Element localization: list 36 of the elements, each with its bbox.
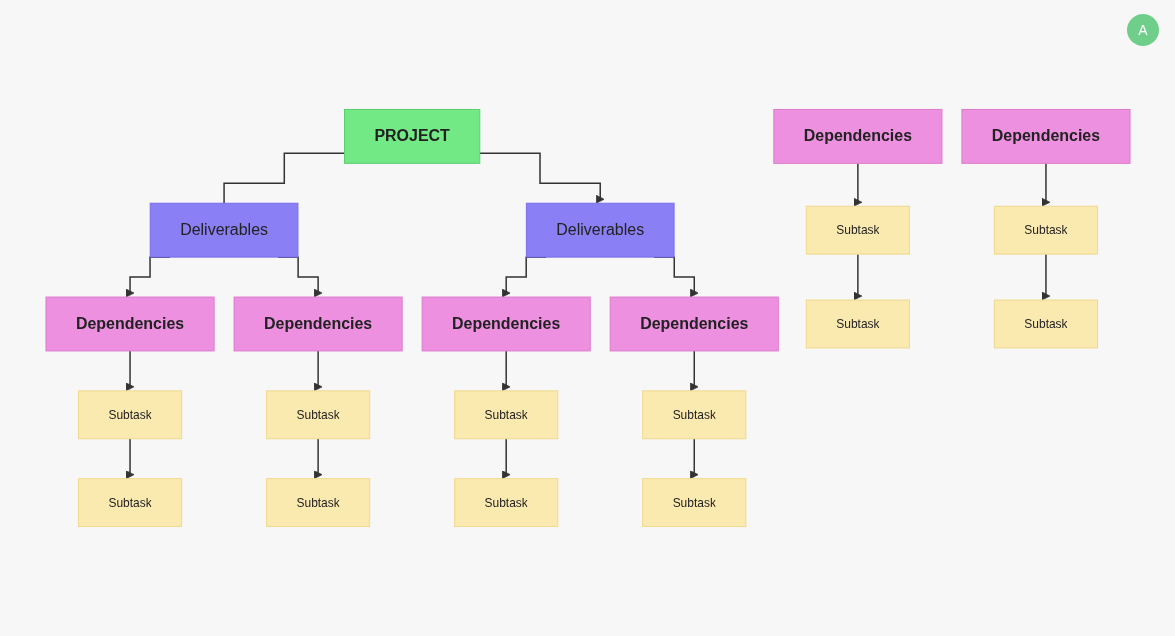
arrow bbox=[501, 350, 511, 392]
arrow bbox=[125, 438, 134, 480]
node-box: Deliverables bbox=[149, 202, 298, 258]
node-box: PROJECT bbox=[343, 108, 480, 164]
arrow bbox=[501, 438, 511, 480]
node-box: Subtask bbox=[265, 390, 370, 440]
node-box: Subtask bbox=[453, 478, 558, 528]
node-box: Subtask bbox=[77, 390, 182, 440]
arrow bbox=[1041, 162, 1050, 207]
node-box: Dependencies bbox=[960, 108, 1130, 164]
node-box: Subtask bbox=[453, 390, 558, 440]
arrow bbox=[1041, 253, 1050, 301]
arrow bbox=[689, 438, 699, 480]
node-box: Subtask bbox=[805, 299, 910, 349]
avatar-initial: A bbox=[1127, 14, 1159, 46]
arrow bbox=[853, 162, 862, 207]
arrow bbox=[478, 152, 605, 204]
arrow bbox=[689, 350, 699, 392]
node-box: Dependencies bbox=[421, 296, 591, 352]
node-box: Subtask bbox=[641, 390, 746, 440]
node-box: Subtask bbox=[641, 478, 746, 528]
node-box: Subtask bbox=[265, 478, 370, 528]
node-box: Deliverables bbox=[525, 202, 675, 258]
arrow bbox=[313, 350, 322, 392]
node-box: Subtask bbox=[77, 478, 182, 528]
node-box: Subtask bbox=[805, 205, 910, 255]
arrow bbox=[853, 253, 862, 301]
arrow bbox=[125, 350, 134, 392]
node-box: Dependencies bbox=[233, 296, 403, 352]
node-box: Subtask bbox=[993, 299, 1098, 349]
arrow bbox=[313, 438, 322, 480]
connector bbox=[222, 152, 345, 204]
node-box: Dependencies bbox=[45, 296, 215, 352]
node-box: Subtask bbox=[993, 205, 1098, 255]
node-box: Dependencies bbox=[772, 108, 942, 164]
node-box: Dependencies bbox=[609, 296, 779, 352]
